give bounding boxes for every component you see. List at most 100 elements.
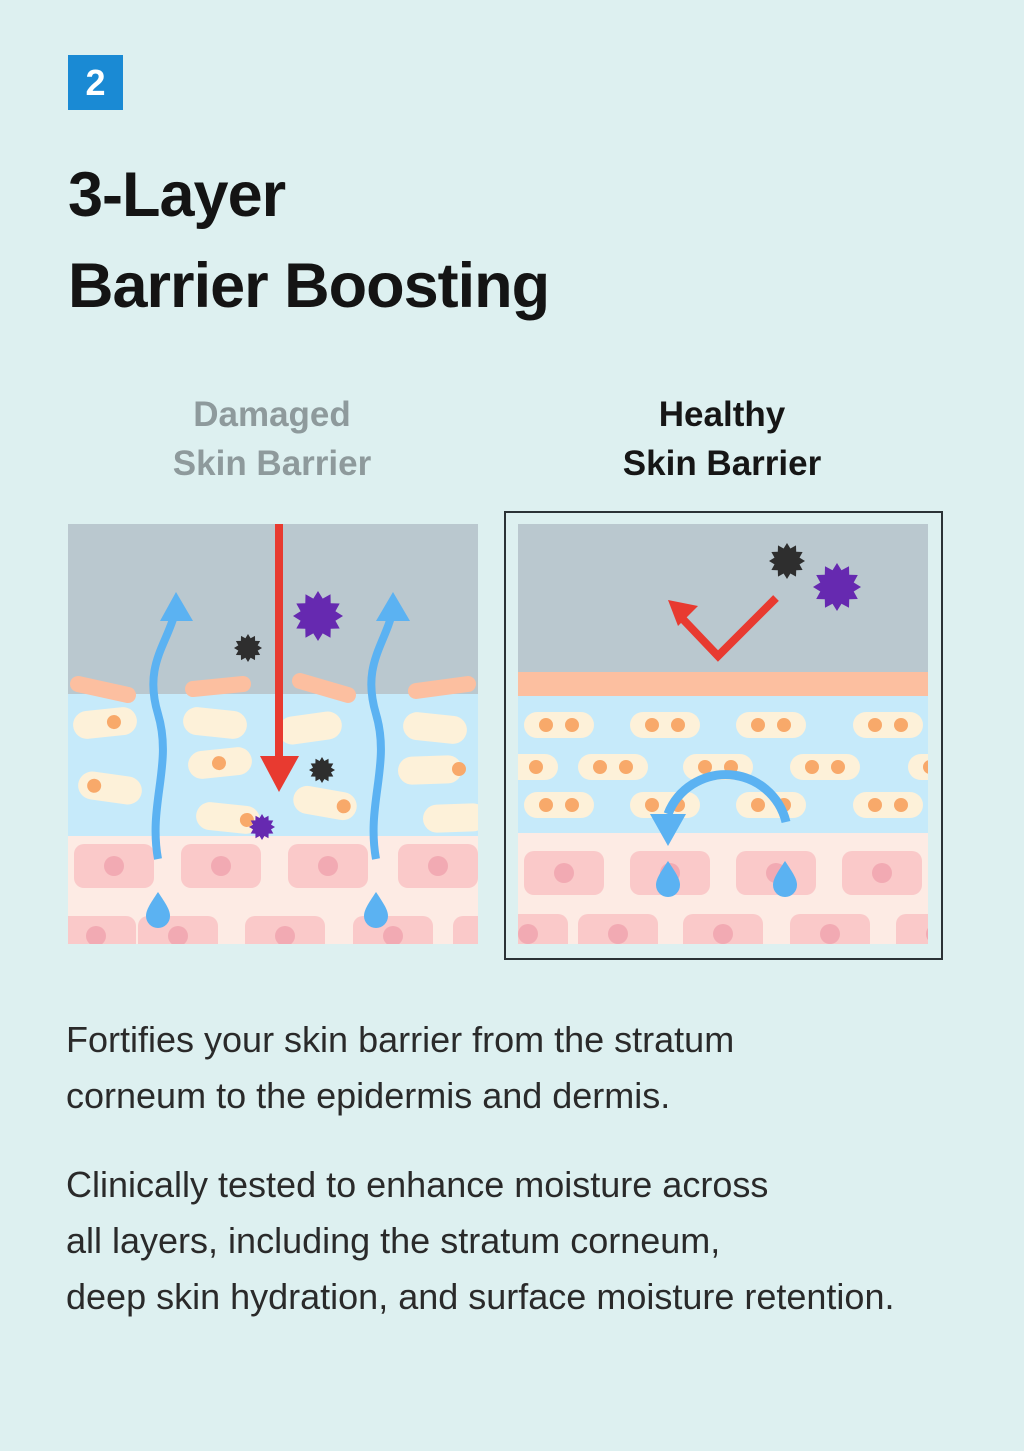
pollutant-purple-icon <box>813 563 861 611</box>
cell-nucleus <box>619 760 633 774</box>
cell-nucleus <box>645 718 659 732</box>
cell <box>188 747 252 779</box>
cell-body <box>524 712 594 738</box>
cell-body <box>278 711 342 745</box>
cell-nucleus <box>239 812 254 827</box>
dermis-cells <box>68 844 478 944</box>
dermis-nucleus <box>713 924 733 944</box>
deflected-irritant-arrow <box>675 595 779 662</box>
cell-body <box>423 803 478 833</box>
cell-nucleus <box>831 760 845 774</box>
water-loss-arrow-right <box>367 608 397 860</box>
healthy-label: Healthy Skin Barrier <box>522 390 922 488</box>
water-loss-arrow-left <box>149 608 180 860</box>
cell-nucleus <box>777 718 791 732</box>
dermis-nucleus <box>608 924 628 944</box>
dermis-nucleus <box>383 926 403 944</box>
cell-nucleus <box>698 760 712 774</box>
lipid-barrier <box>518 672 928 696</box>
cell-nucleus <box>212 756 227 771</box>
cell-nucleus <box>645 798 659 812</box>
pollutant-dark-icon <box>234 634 262 662</box>
cell-body <box>630 712 700 738</box>
cell <box>403 712 467 744</box>
cell-nucleus <box>894 718 908 732</box>
arrow-head-icon <box>668 600 698 626</box>
healthy-label-line-2: Skin Barrier <box>622 444 822 483</box>
water-drop-icon <box>656 861 680 897</box>
dermis-nucleus <box>554 863 574 883</box>
cell-nucleus <box>87 778 102 793</box>
water-drop-icon <box>773 861 797 897</box>
dermis-nucleus <box>926 928 928 940</box>
p2-line-1: Clinically tested to enhance moisture ac… <box>66 1164 769 1205</box>
cell-nucleus <box>868 798 882 812</box>
description-paragraph-1: Fortifies your skin barrier from the str… <box>66 1012 966 1124</box>
cell-nucleus <box>671 718 685 732</box>
cell <box>293 785 357 821</box>
healthy-skin-illustration <box>518 524 928 944</box>
healthy-highlight-frame <box>504 511 943 960</box>
cell <box>423 803 478 833</box>
cell-nucleus <box>565 718 579 732</box>
cell-nucleus <box>539 798 553 812</box>
dermis-nucleus <box>518 924 538 944</box>
damaged-skin-illustration <box>68 524 478 944</box>
cell-nucleus <box>451 761 466 776</box>
pollutant-purple-icon <box>293 591 343 641</box>
pollutant-dark-icon <box>769 543 805 579</box>
cell-nucleus <box>593 760 607 774</box>
title-line-1: 3-Layer <box>68 160 286 230</box>
cell-body <box>73 707 137 739</box>
cell-nucleus <box>923 760 928 774</box>
cell <box>73 707 137 739</box>
dermis-nucleus <box>86 926 106 944</box>
p2-line-2: all layers, including the stratum corneu… <box>66 1220 721 1261</box>
description-paragraph-2: Clinically tested to enhance moisture ac… <box>66 1157 1006 1325</box>
outer-layer <box>68 524 478 694</box>
dermis-nucleus <box>872 863 892 883</box>
cell-nucleus <box>565 798 579 812</box>
dermis-nucleus <box>275 926 295 944</box>
cell-nucleus <box>529 760 543 774</box>
broken-lipids <box>70 673 476 703</box>
damaged-label-line-2: Skin Barrier <box>172 444 372 483</box>
dermis-cell <box>453 916 478 944</box>
dermis-nucleus <box>428 856 448 876</box>
p1-line-1: Fortifies your skin barrier from the str… <box>66 1019 735 1060</box>
arrow-head-icon <box>260 756 299 792</box>
cell-body <box>790 754 860 780</box>
water-drop-icon <box>364 892 388 928</box>
arrow-head-icon <box>376 592 410 621</box>
title-line-2: Barrier Boosting <box>68 251 550 321</box>
damaged-label: Damaged Skin Barrier <box>72 390 472 488</box>
cell <box>196 802 260 834</box>
irritant-arrow <box>275 524 283 769</box>
p1-line-2: corneum to the epidermis and dermis. <box>66 1075 671 1116</box>
cell-body <box>524 792 594 818</box>
p2-line-3: deep skin hydration, and surface moistur… <box>66 1276 895 1317</box>
arrow-head-icon <box>160 592 193 621</box>
cell-nucleus <box>805 760 819 774</box>
dermis-cell <box>896 914 928 944</box>
aligned-cells <box>518 712 928 818</box>
cell-nucleus <box>336 799 351 814</box>
cell-body <box>398 755 462 785</box>
dermis-nucleus <box>211 856 231 876</box>
cell-body <box>736 792 806 818</box>
dermis-nucleus <box>168 926 188 944</box>
cell <box>278 711 342 745</box>
cell-nucleus <box>894 798 908 812</box>
damaged-label-line-1: Damaged <box>193 395 351 434</box>
page-title: 3-Layer Barrier Boosting <box>68 150 550 332</box>
cell-nucleus <box>751 798 765 812</box>
healthy-label-line-1: Healthy <box>658 395 786 434</box>
scattered-cells <box>73 707 478 834</box>
cell-body <box>578 754 648 780</box>
cell-body <box>403 712 467 744</box>
cell-body <box>853 792 923 818</box>
cell-body <box>908 754 928 780</box>
pollutant-dark-icon <box>309 757 335 783</box>
dermis-nucleus <box>318 856 338 876</box>
cell-nucleus <box>539 718 553 732</box>
